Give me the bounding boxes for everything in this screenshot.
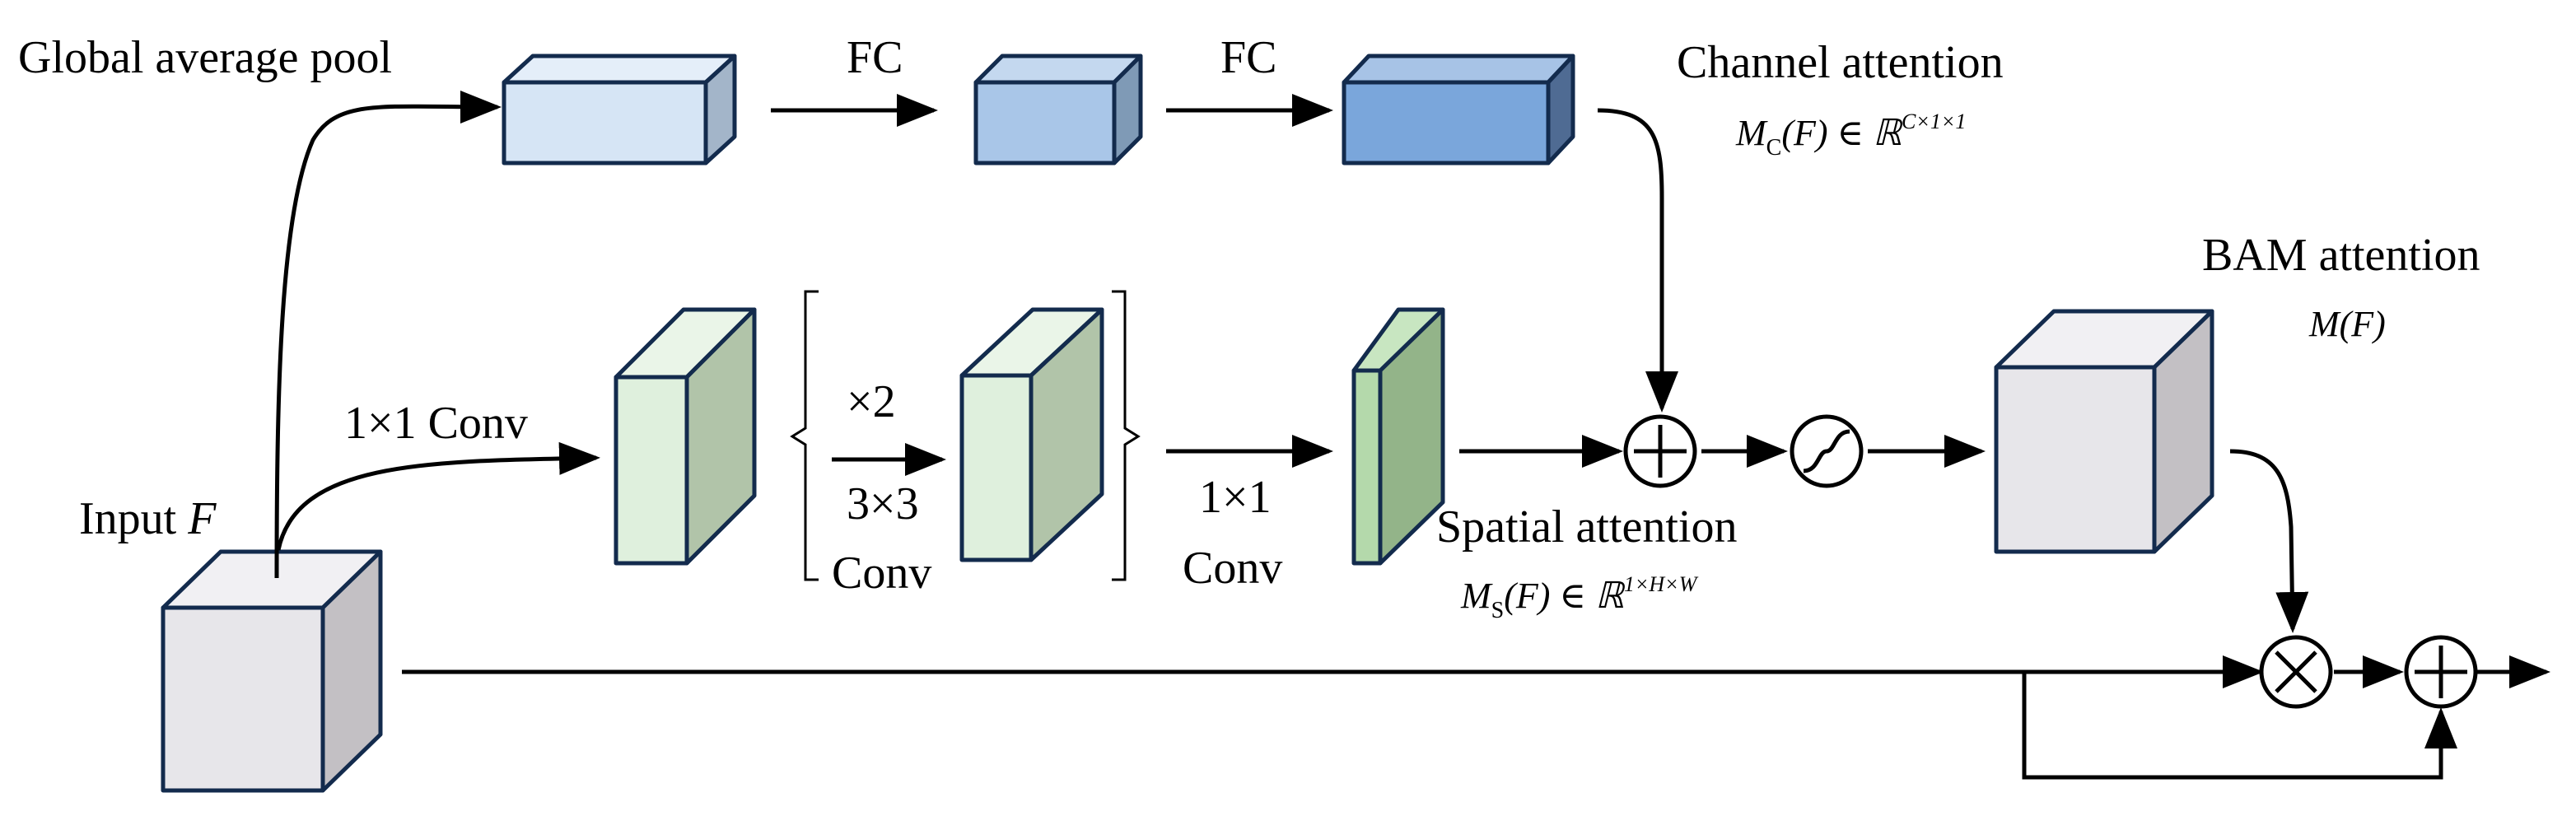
label-conv1x1-b-line2: Conv [1183,543,1282,594]
conv3x3-output-block [959,307,1104,562]
fc1-block [973,54,1143,166]
label-bam-attention: BAM attention [2202,230,2480,281]
label-spatial-formula: MS(F) ∈ ℝ1×H×W [1460,572,1699,623]
edge-input-to-gap [274,90,502,579]
input-feature-block [161,549,383,793]
sigmoid-operator-icon [1790,414,1864,488]
label-channel-attention: Channel attention [1677,37,2004,88]
edge-bam-to-multiply [2229,449,2309,633]
label-conv3x3-line1: 3×3 [847,478,919,529]
label-channel-formula: MC(F) ∈ ℝC×1×1 [1735,110,1966,161]
label-bam-formula: M(F) [2308,304,2386,344]
edge-skip-connection [2022,672,2457,780]
label-conv3x3-line2: Conv [832,548,931,599]
label-conv1x1-b-line1: 1×1 [1199,472,1272,523]
fc2-block [1342,54,1575,166]
multiply-operator-icon [2259,635,2333,709]
label-times2: ×2 [847,376,896,427]
bam-attention-block [1994,309,2214,554]
right-bracket [1112,290,1141,581]
edge-input-to-conv1x1 [276,441,600,551]
label-global-avg-pool: Global average pool [18,32,392,83]
output-add-operator-icon [2404,635,2478,709]
label-fc1: FC [847,32,903,83]
conv1x1-output-block [614,307,757,566]
label-fc2: FC [1220,32,1277,83]
left-bracket [790,290,819,581]
global-avg-pool-block [502,54,737,166]
add-operator-icon [1623,414,1697,488]
label-spatial-attention: Spatial attention [1436,501,1737,553]
label-conv1x1-a: 1×1 Conv [344,398,528,449]
edge-fc2-to-add [1597,108,1678,413]
spatial-attention-block [1351,307,1445,566]
